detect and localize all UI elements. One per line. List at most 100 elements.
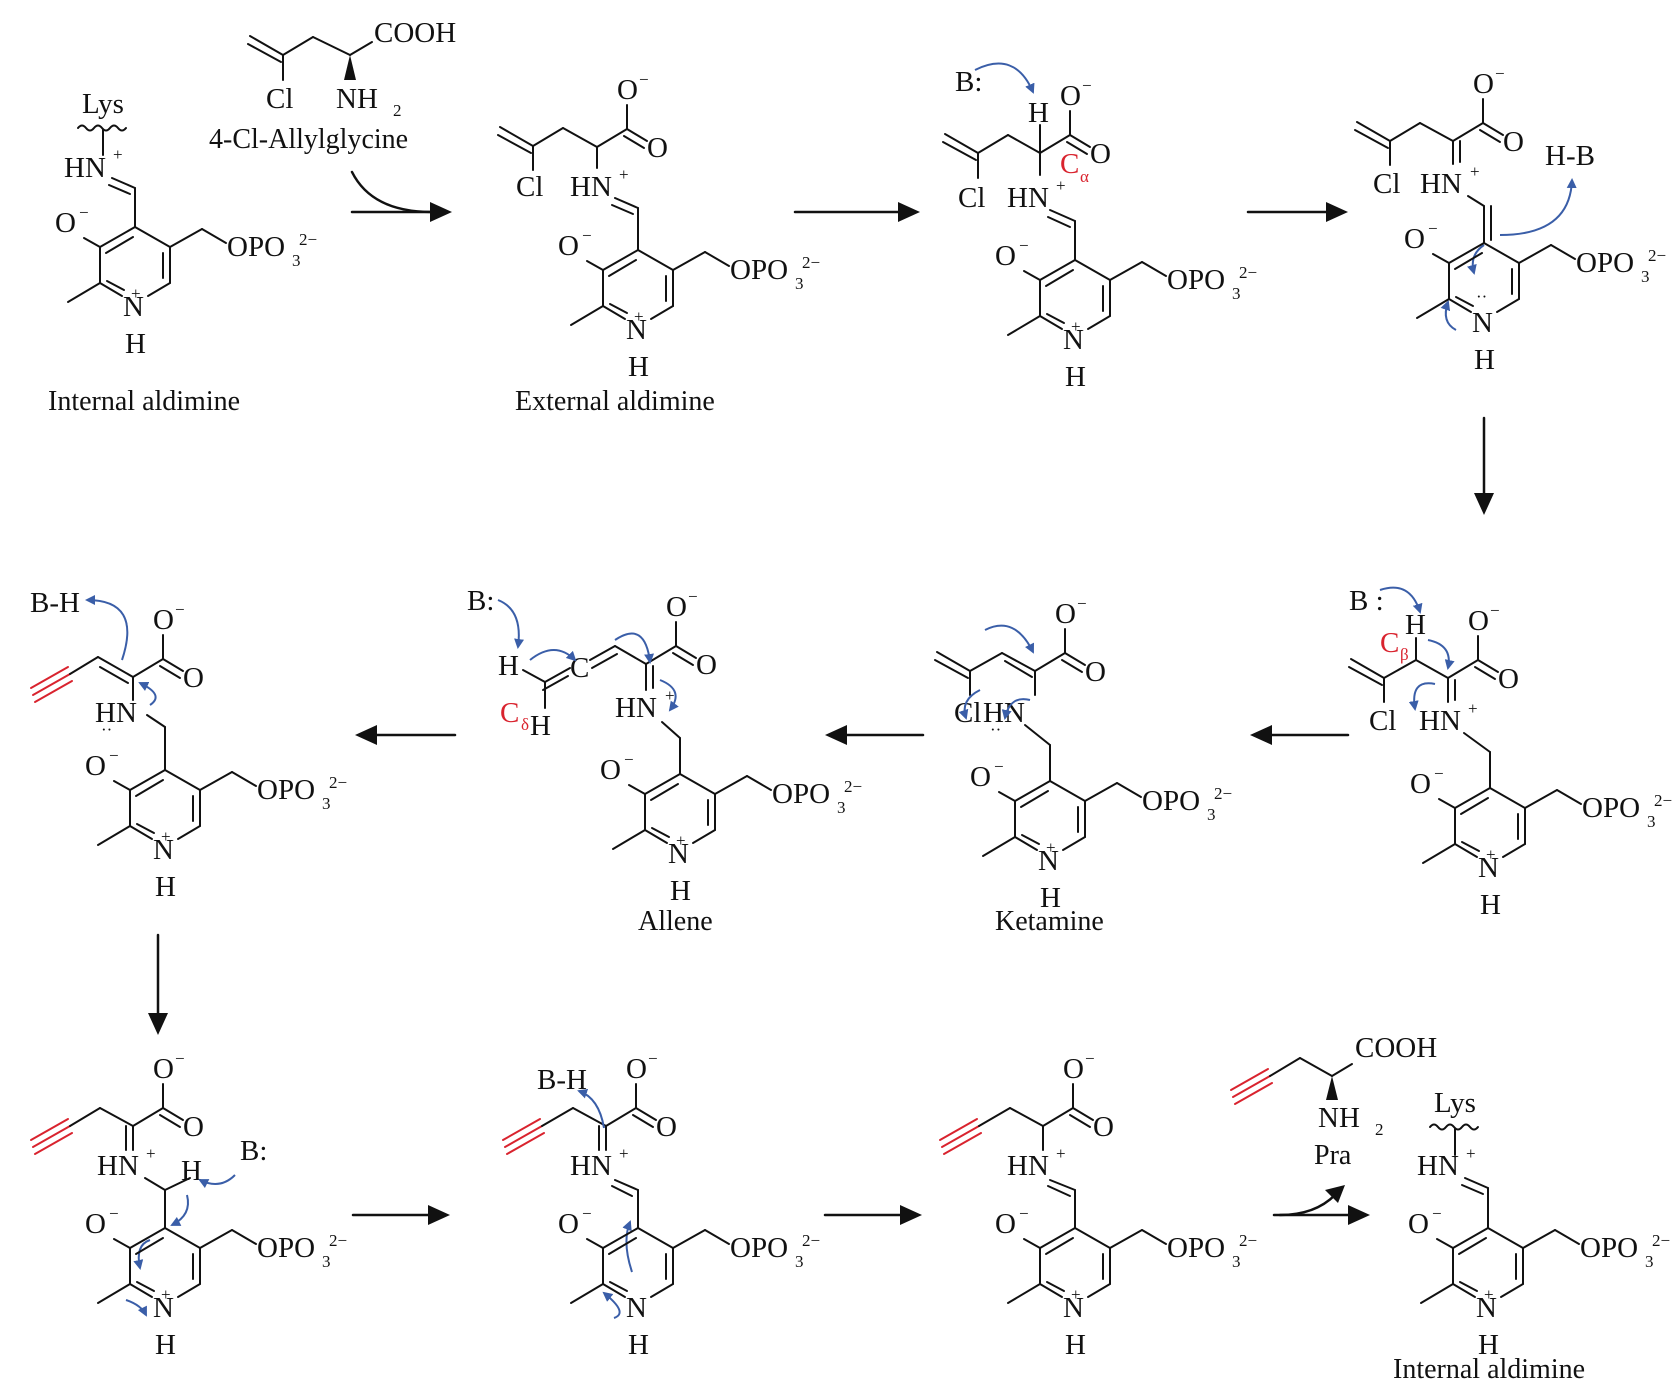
electron-arrow [85, 595, 129, 661]
plus-charge: + [1468, 699, 1478, 718]
minus-charge: − [1434, 764, 1444, 783]
ring-n: N [123, 291, 144, 323]
carboxylate-o: O [626, 1053, 647, 1085]
caption-ketamine: Ketamine [995, 906, 1104, 937]
opo3-sub: 3 [1207, 805, 1216, 824]
plus-charge: + [634, 307, 644, 326]
electron-arrow [974, 62, 1035, 94]
electron-arrow [984, 624, 1034, 654]
phenolate-o: O [995, 240, 1016, 272]
plus-charge: + [131, 284, 141, 303]
opo3-sub: 3 [837, 798, 846, 817]
h-label: H [181, 1155, 202, 1187]
carbonyl-o: O [183, 1111, 204, 1143]
opo3-sup: 2− [1214, 784, 1232, 803]
minus-charge: − [624, 750, 634, 769]
minus-charge: − [582, 1204, 592, 1223]
electron-arrow [1408, 682, 1436, 711]
ring-nh: H [1040, 882, 1061, 914]
opo3-sub: 3 [795, 1252, 804, 1271]
hn-label: HN [570, 1150, 612, 1182]
opo3-sub: 3 [795, 274, 804, 293]
h-label: H [530, 710, 551, 742]
plus-charge: + [161, 827, 171, 846]
internal-aldimine-structure: Lys HN + O − N + H OPO 3 2− Internal ald… [48, 88, 317, 417]
reaction-arrow-6 [825, 725, 925, 745]
c-alpha-label: C [1060, 148, 1079, 180]
ring-nh: H [670, 875, 691, 907]
minus-charge: − [582, 226, 592, 245]
product-structure: COOH NH 2 Pra [1230, 1032, 1437, 1171]
acid-base-label: H-B [1545, 140, 1595, 172]
ring-nh: H [125, 328, 146, 360]
ring-n: N [626, 314, 647, 346]
product-cooh: COOH [1355, 1032, 1437, 1064]
hn-label: HN [1420, 168, 1462, 200]
opo3-sup: 2− [802, 1231, 820, 1250]
reaction-arrow-3 [1246, 202, 1348, 222]
c-delta-sub: δ [521, 715, 529, 734]
acid-base-label: B-H [30, 587, 80, 619]
phenolate-o: O [1404, 223, 1425, 255]
ring-nh: H [1065, 1329, 1086, 1361]
plus-charge: + [1056, 176, 1066, 195]
opo3-sub: 3 [322, 794, 331, 813]
reaction-arrow-8 [148, 933, 168, 1035]
plus-charge: + [1466, 1144, 1476, 1163]
electron-arrow [138, 681, 157, 706]
electron-arrow [659, 679, 679, 712]
phenolate-o: O [85, 1208, 106, 1240]
ring-n: N [1038, 845, 1059, 877]
c-delta-label: C [500, 697, 519, 729]
opo3-sup: 2− [329, 1231, 347, 1250]
opo3-sup: 2− [1654, 791, 1672, 810]
h-label: H [498, 650, 519, 682]
opo3-label: OPO [1167, 264, 1225, 296]
base-label: B: [467, 585, 494, 617]
hn-label: HN [1417, 1150, 1459, 1182]
opo3-sub: 3 [292, 251, 301, 270]
minus-charge: − [109, 1204, 119, 1223]
opo3-label: OPO [257, 1232, 315, 1264]
phosphate-group: OPO 3 2− [227, 230, 317, 270]
lone-pair: ·· [101, 720, 112, 739]
electron-arrow [497, 599, 525, 649]
phenolate-o: O [970, 761, 991, 793]
cl-label: Cl [1373, 168, 1400, 200]
electron-arrow [170, 1194, 189, 1226]
opo3-label: OPO [1580, 1232, 1638, 1264]
hn-label: HN [615, 692, 657, 724]
ring-nh: H [155, 871, 176, 903]
ring-n: N [1476, 1292, 1497, 1324]
minus-charge: − [1428, 219, 1438, 238]
lys-label: Lys [1434, 1087, 1476, 1119]
minus-charge: − [639, 70, 649, 89]
opo3-sub: 3 [1641, 267, 1650, 286]
carbonyl-o: O [647, 132, 668, 164]
plus-charge: + [113, 145, 123, 164]
ring-nh: H [1478, 1329, 1499, 1361]
minus-charge: − [109, 746, 119, 765]
carboxylate-o: O [1468, 605, 1489, 637]
carbonyl-o: O [1503, 126, 1524, 158]
opo3-sup: 2− [329, 773, 347, 792]
plus-charge: + [161, 1285, 171, 1304]
carboxylate-o: O [153, 1053, 174, 1085]
carbonyl-o: O [1498, 663, 1519, 695]
minus-charge: − [175, 1049, 185, 1068]
electron-arrow [614, 632, 655, 664]
h-label: H [1028, 97, 1049, 129]
opo3-label: OPO [1167, 1232, 1225, 1264]
reaction-arrow-10 [823, 1205, 922, 1225]
opo3-label: OPO [1576, 247, 1634, 279]
opo3-sub: 3 [1645, 1252, 1654, 1271]
ring-nh: H [1065, 361, 1086, 393]
cl-label: Cl [1369, 705, 1396, 737]
